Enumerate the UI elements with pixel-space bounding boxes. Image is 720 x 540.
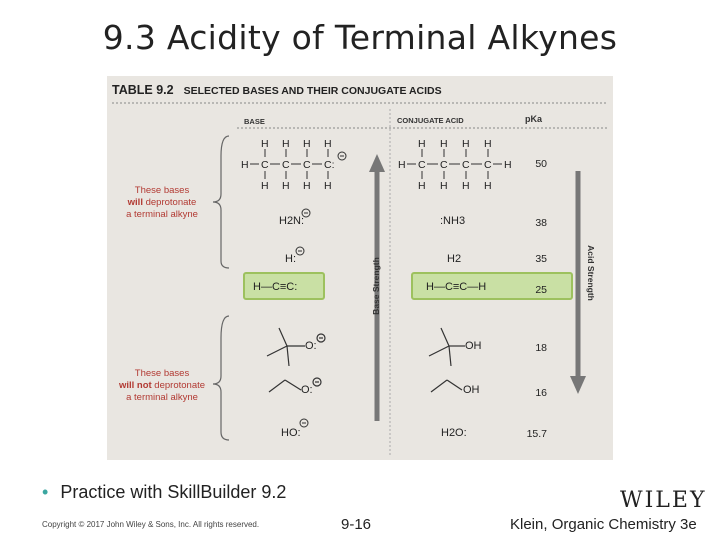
svg-text:H: H: [303, 138, 311, 150]
svg-text:H: H: [261, 180, 269, 192]
base-tert-butoxide-o: O:: [305, 340, 317, 352]
table-title: TABLE 9.2 SELECTED BASES AND THEIR CONJUG…: [112, 83, 442, 97]
tert-butanol-structure: [428, 327, 465, 367]
pka-value: 25: [535, 284, 547, 296]
ethanol-structure: [430, 379, 463, 393]
base-highlight: [243, 272, 325, 300]
svg-text:C: C: [282, 159, 290, 171]
pka-value: 15.7: [526, 428, 547, 440]
svg-text:C: C: [462, 159, 470, 171]
acid-highlight: [411, 272, 573, 300]
svg-text:C: C: [261, 159, 269, 171]
svg-text:C: C: [440, 159, 448, 171]
tert-butoxide-structure: [266, 327, 326, 367]
svg-text:H: H: [303, 180, 311, 192]
base-hydride: H:: [285, 253, 296, 265]
acid-ammonia: :NH3: [440, 215, 466, 227]
base-strength-label: Base Strength: [371, 257, 381, 315]
col-header-base: BASE: [244, 117, 265, 126]
col-header-acid: CONJUGATE ACID: [397, 116, 464, 125]
pka-value: 38: [535, 217, 547, 229]
slide-title: 9.3 Acidity of Terminal Alkynes: [102, 18, 618, 57]
svg-text:H: H: [462, 138, 470, 150]
note-will-not-deprotonate: These bases will not deprotonate a termi…: [118, 368, 206, 403]
base-acetylide: H—C≡C:: [253, 281, 298, 293]
pka-value: 35: [535, 253, 547, 265]
base-amide: H2N:: [279, 215, 305, 227]
svg-text:H: H: [462, 180, 470, 192]
acid-ethanol-oh: OH: [463, 384, 480, 396]
note-will-deprotonate: These bases will deprotonate a terminal …: [126, 185, 198, 220]
copyright: Copyright © 2017 John Wiley & Sons, Inc.…: [42, 520, 260, 529]
svg-text:C: C: [303, 159, 311, 171]
acid-hydrogen: H2: [447, 253, 462, 265]
svg-text:H: H: [440, 138, 448, 150]
svg-text:H: H: [504, 159, 512, 171]
pka-value: 50: [535, 158, 547, 170]
svg-text:H: H: [484, 180, 492, 192]
svg-text:H: H: [440, 180, 448, 192]
table-heading: SELECTED BASES AND THEIR CONJUGATE ACIDS: [183, 85, 442, 97]
ethoxide-structure: [268, 377, 322, 393]
svg-text:H: H: [261, 138, 269, 150]
page-number: 9-16: [341, 516, 372, 533]
table-number: TABLE 9.2: [112, 83, 174, 97]
acid-strength-label: Acid Strength: [586, 245, 596, 301]
svg-text:H: H: [324, 180, 332, 192]
pka-value: 18: [535, 342, 547, 354]
col-header-pka: pKa: [525, 114, 543, 124]
acid-water: H2O:: [441, 427, 467, 439]
pka-value: 16: [535, 387, 547, 399]
table-panel: TABLE 9.2 SELECTED BASES AND THEIR CONJUG…: [107, 76, 613, 460]
base-hydroxide: HO:: [281, 427, 301, 439]
svg-text:H: H: [398, 159, 406, 171]
svg-text:C:: C:: [324, 159, 335, 171]
svg-text:H: H: [241, 159, 249, 171]
svg-text:H: H: [282, 138, 290, 150]
acid-acetylene: H—C≡C—H: [426, 281, 487, 293]
svg-text:H: H: [418, 180, 426, 192]
acid-tert-butanol-oh: OH: [465, 340, 482, 352]
svg-text:C: C: [418, 159, 426, 171]
svg-text:H: H: [418, 138, 426, 150]
svg-text:H: H: [282, 180, 290, 192]
bullet-practice: • Practice with SkillBuilder 9.2: [42, 482, 286, 503]
svg-text:H: H: [324, 138, 332, 150]
wiley-logo: WILEY: [620, 488, 707, 513]
base-ethoxide-o: O:: [301, 384, 313, 396]
svg-text:C: C: [484, 159, 492, 171]
svg-text:H: H: [484, 138, 492, 150]
book-reference: Klein, Organic Chemistry 3e: [510, 516, 697, 533]
bullet-dot-icon: •: [42, 482, 49, 502]
bullet-text: Practice with SkillBuilder 9.2: [60, 482, 287, 502]
